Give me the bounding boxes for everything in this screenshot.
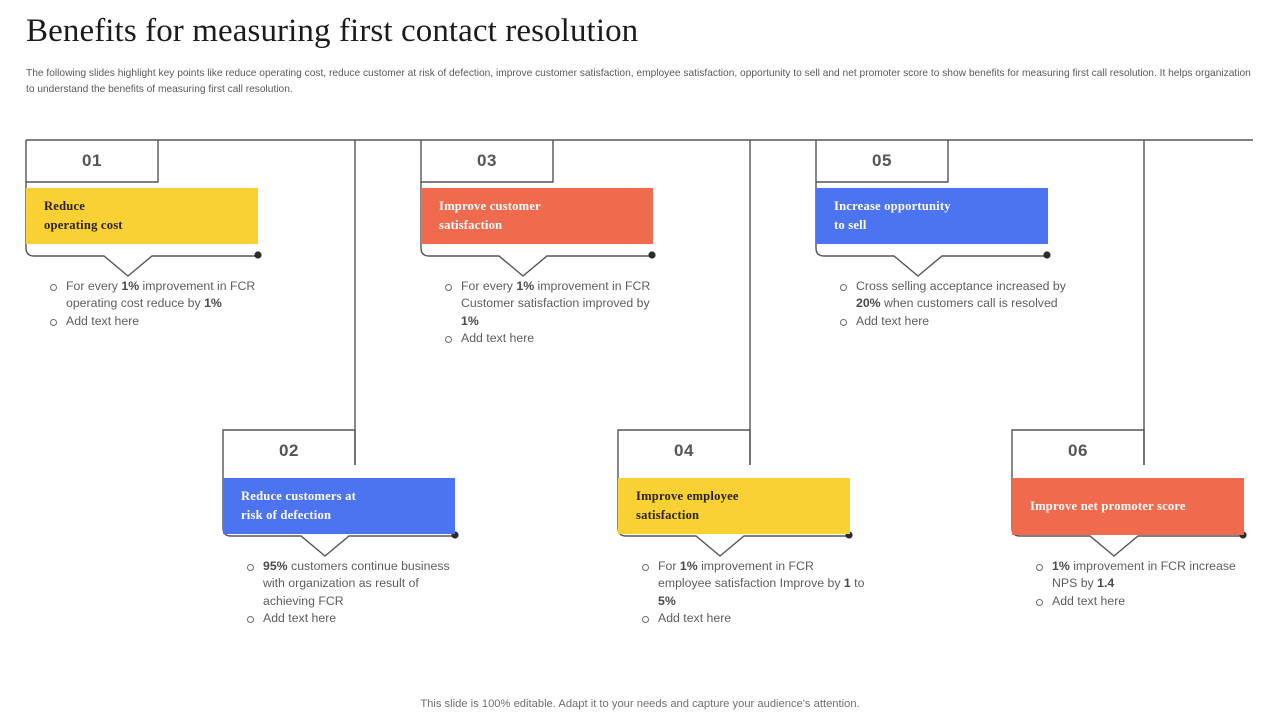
bullet-text: For every 1% improvement in FCR operatin… — [66, 279, 256, 311]
bullet-text: Add text here — [856, 313, 930, 328]
card-banner-06: Improve net promoter score — [1012, 478, 1244, 535]
card-bullets-01: For every 1% improvement in FCR operatin… — [46, 278, 276, 330]
card-number-06: 06 — [1068, 441, 1088, 460]
list-item: For every 1% improvement in FCR operatin… — [46, 278, 276, 313]
list-item: For 1% improvement in FCR employee satis… — [638, 558, 868, 610]
list-item: Cross selling acceptance increased by 20… — [836, 278, 1066, 313]
bullet-text: Add text here — [461, 330, 535, 345]
card-number-03: 03 — [477, 151, 497, 170]
card-bullets-05: Cross selling acceptance increased by 20… — [836, 278, 1066, 330]
list-item: Add text here — [243, 610, 473, 627]
card-number-01: 01 — [82, 151, 102, 170]
list-item: Add text here — [46, 313, 276, 330]
card-number-02: 02 — [279, 441, 299, 460]
list-item: Add text here — [638, 610, 868, 627]
list-item: Add text here — [836, 313, 1066, 330]
bullet-text: Add text here — [66, 313, 140, 328]
list-item: For every 1% improvement in FCR Customer… — [441, 278, 653, 330]
card-bullets-03: For every 1% improvement in FCR Customer… — [441, 278, 653, 347]
bullet-text: Add text here — [658, 610, 732, 625]
card-number-04: 04 — [674, 441, 694, 460]
bullet-text: Cross selling acceptance increased by 20… — [856, 279, 1066, 311]
bullet-text: Add text here — [1052, 593, 1126, 608]
list-item: Add text here — [441, 330, 653, 347]
card-bullets-06: 1% improvement in FCR increase NPS by 1.… — [1032, 558, 1262, 610]
footer-note: This slide is 100% editable. Adapt it to… — [420, 698, 860, 710]
bullet-text: Add text here — [263, 610, 337, 625]
card-banner-label-06: Improve net promoter score — [1030, 499, 1186, 513]
card-bullets-04: For 1% improvement in FCR employee satis… — [638, 558, 868, 627]
bullet-text: 1% improvement in FCR increase NPS by 1.… — [1052, 559, 1236, 591]
bullet-text: For 1% improvement in FCR employee satis… — [658, 559, 865, 608]
bullet-text: 95% customers continue business with org… — [263, 559, 450, 608]
list-item: Add text here — [1032, 593, 1262, 610]
card-bullets-02: 95% customers continue business with org… — [243, 558, 473, 627]
page-subtitle: The following slides highlight key point… — [26, 68, 1251, 95]
bullet-text: For every 1% improvement in FCR Customer… — [461, 279, 651, 328]
card-number-05: 05 — [872, 151, 892, 170]
list-item: 1% improvement in FCR increase NPS by 1.… — [1032, 558, 1262, 593]
list-item: 95% customers continue business with org… — [243, 558, 473, 610]
page-title: Benefits for measuring first contact res… — [26, 13, 639, 49]
